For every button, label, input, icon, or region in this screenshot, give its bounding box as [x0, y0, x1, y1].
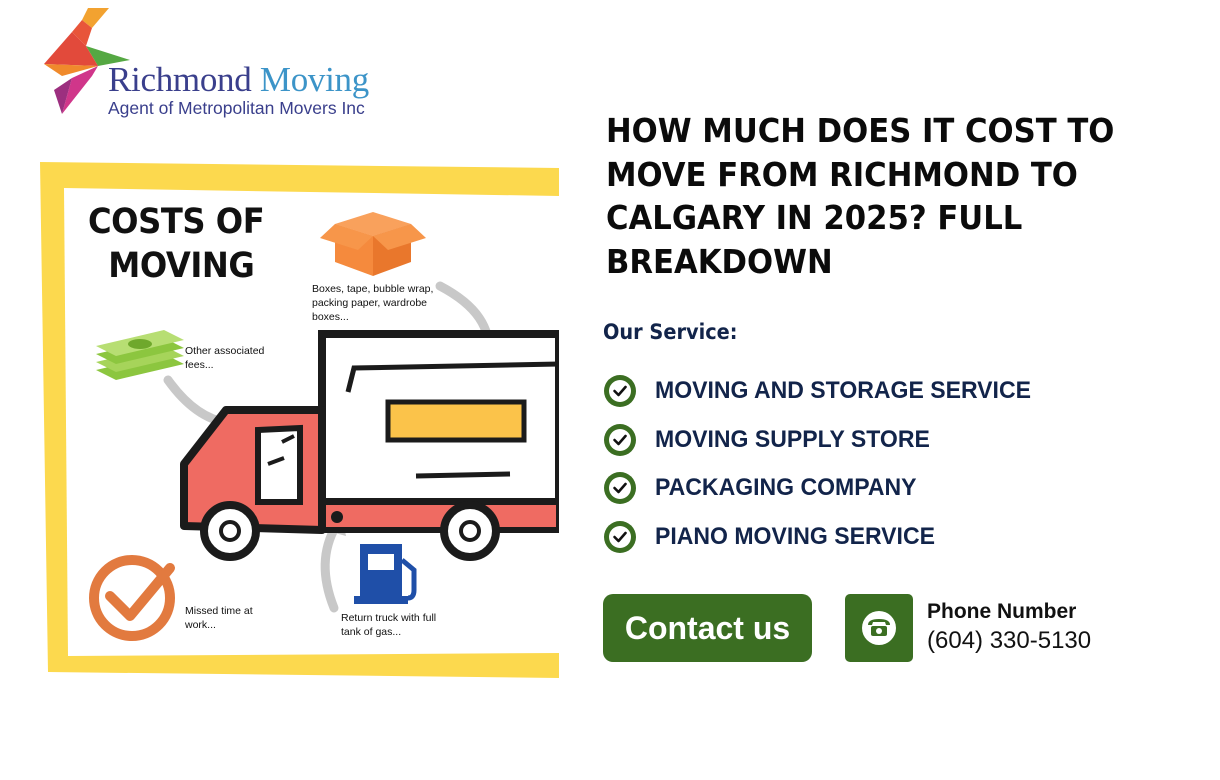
costs-of-moving-infographic: COSTS OF MOVING Boxes, tape, bubble wrap…: [38, 158, 559, 679]
arrow-from-gas: [320, 521, 341, 613]
service-item: PACKAGING COMPANY: [603, 464, 1047, 513]
service-label: MOVING SUPPLY STORE: [655, 425, 930, 453]
label-supplies: Boxes, tape, bubble wrap, packing paper,…: [312, 283, 434, 323]
logo-brand-secondary: Moving: [259, 60, 369, 99]
label-missed-time: Missed time at work...: [185, 605, 253, 631]
phone-icon[interactable]: [845, 594, 913, 662]
phone-label: Phone Number: [927, 600, 1077, 623]
check-circle-icon: [604, 375, 636, 408]
service-item: MOVING SUPPLY STORE: [603, 416, 1047, 465]
page-title: HOW MUCH DOES IT COST TO MOVE FROM RICHM…: [606, 111, 1115, 281]
logo-tagline: Agent of Metropolitan Movers Inc: [108, 98, 365, 118]
infographic-title: COSTS OF MOVING: [88, 200, 290, 288]
infographic-title-line2: MOVING: [108, 246, 255, 286]
phone-number-link[interactable]: (604) 330-5130: [927, 627, 1092, 654]
service-item: PIANO MOVING SERVICE: [603, 513, 1047, 562]
infographic-artwork: [40, 162, 559, 678]
check-circle-icon: [604, 423, 636, 456]
contact-us-button[interactable]: Contact us: [603, 594, 812, 662]
label-fees: Other associated fees...: [185, 345, 265, 371]
fuel-pump-icon: [354, 544, 417, 604]
company-logo[interactable]: Richmond Moving Agent of Metropolitan Mo…: [42, 6, 442, 121]
box-icon: [320, 212, 426, 276]
service-label: MOVING AND STORAGE SERVICE: [655, 377, 1031, 405]
clock-icon: [89, 555, 175, 641]
logo-brand-primary: Richmond: [108, 60, 252, 99]
services-list: MOVING AND STORAGE SERVICE MOVING SUPPLY…: [603, 367, 1047, 561]
service-item: MOVING AND STORAGE SERVICE: [603, 367, 1047, 416]
service-label: PIANO MOVING SERVICE: [655, 522, 935, 550]
services-heading: Our Service:: [603, 320, 738, 344]
money-icon: [96, 330, 184, 380]
infographic-title-line1: COSTS OF: [88, 202, 265, 242]
logo-brand-name: Richmond Moving: [108, 62, 369, 97]
logo-mark-icon: [44, 8, 130, 114]
check-circle-icon: [604, 520, 636, 553]
truck-icon: [180, 330, 559, 561]
service-label: PACKAGING COMPANY: [655, 474, 917, 502]
check-circle-icon: [604, 472, 636, 505]
label-gas: Return truck with full tank of gas...: [341, 612, 437, 638]
